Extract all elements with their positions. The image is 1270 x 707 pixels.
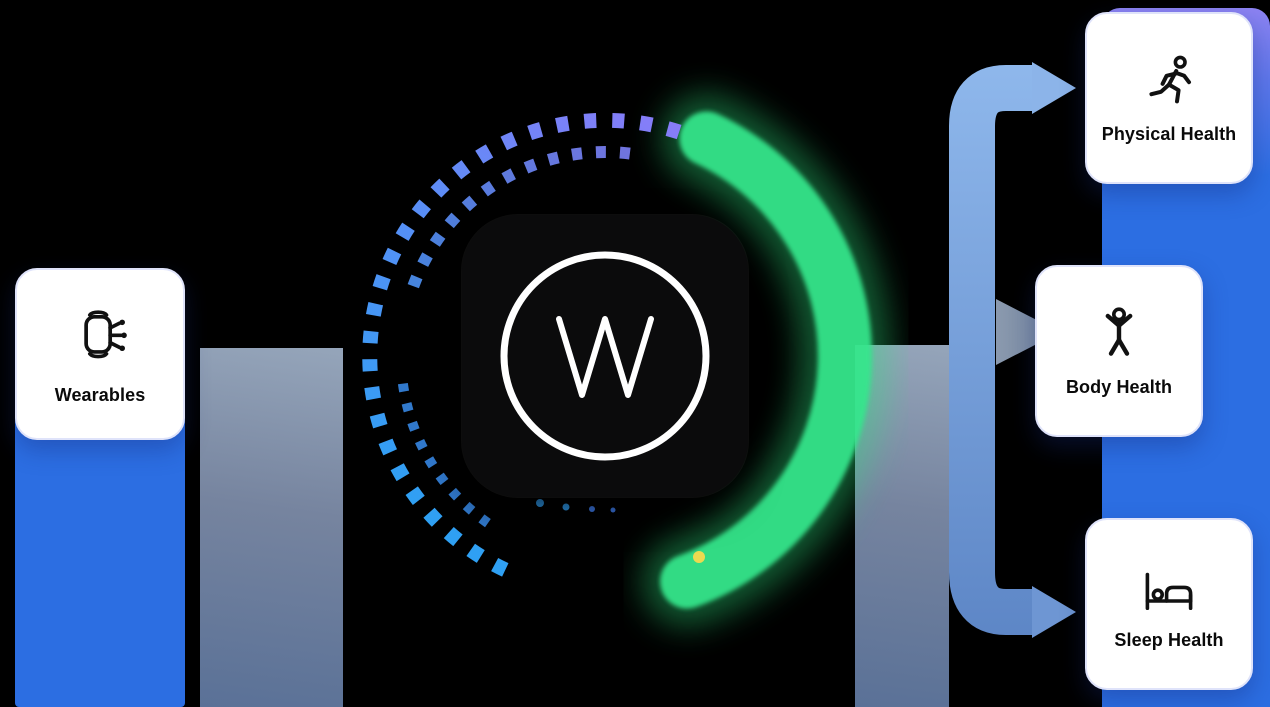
ring-dot <box>589 506 595 512</box>
node-label: Body Health <box>1065 377 1173 398</box>
hub-logo-mark <box>500 251 710 461</box>
node-label: Physical Health <box>1101 124 1237 145</box>
node-sleep-health: Sleep Health <box>1085 518 1253 690</box>
smartwatch-icon <box>84 310 127 359</box>
node-wearables: Wearables <box>15 268 185 440</box>
hub-logo <box>462 215 748 497</box>
input-arrow-slab <box>200 348 343 707</box>
arrowhead-sleep <box>1032 586 1076 638</box>
bed-icon <box>1145 572 1193 611</box>
node-label: Sleep Health <box>1114 630 1224 651</box>
node-label: Wearables <box>54 385 146 406</box>
node-physical-health: Physical Health <box>1085 12 1253 184</box>
ring-dot <box>562 503 570 511</box>
ring-dot <box>610 507 616 513</box>
runner-icon <box>1149 55 1191 104</box>
distributor-band <box>949 65 1034 635</box>
body-icon <box>1105 307 1133 356</box>
ring-dot <box>536 499 544 507</box>
arrowhead-physical <box>1032 62 1076 114</box>
yellow-dot <box>693 551 705 563</box>
output-arrow-slab <box>855 345 949 707</box>
node-body-health: Body Health <box>1035 265 1203 437</box>
